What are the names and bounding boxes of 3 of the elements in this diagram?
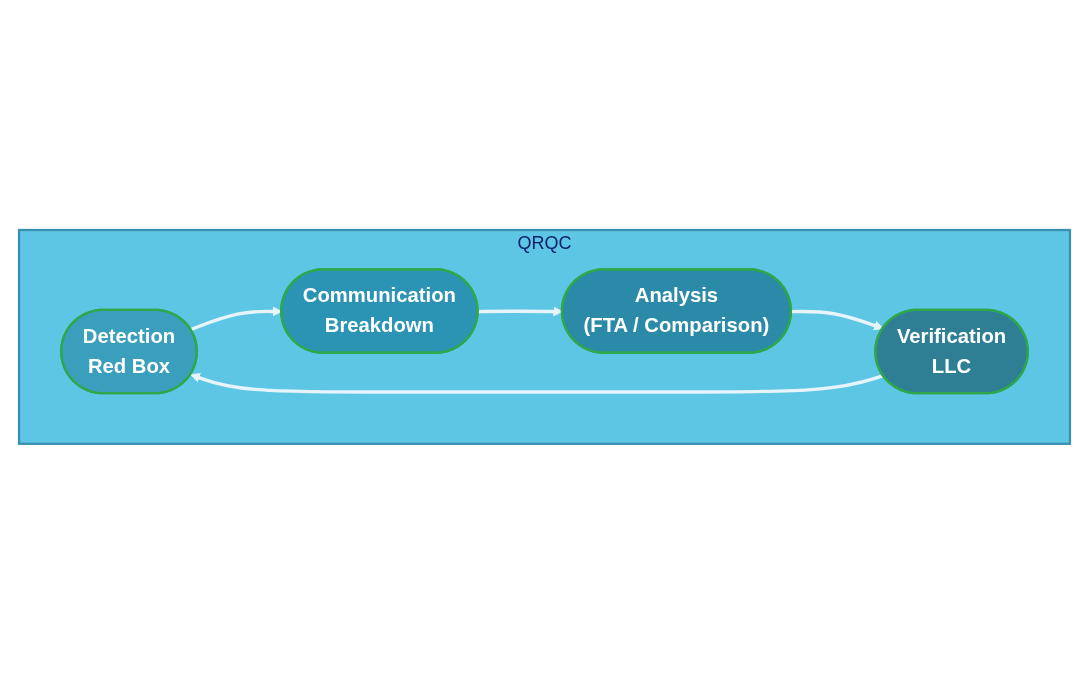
arrow bbox=[791, 309, 884, 331]
arrow bbox=[478, 306, 563, 317]
arrow bbox=[190, 373, 884, 394]
